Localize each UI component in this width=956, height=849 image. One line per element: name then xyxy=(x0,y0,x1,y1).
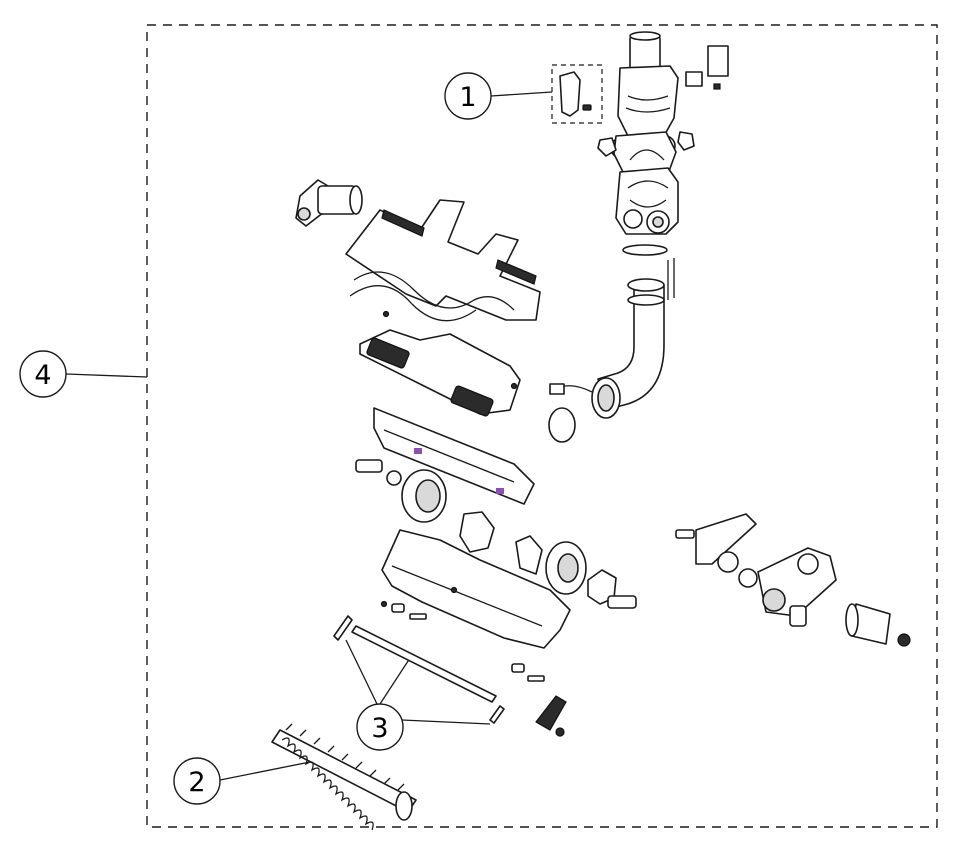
wheel-left xyxy=(355,459,447,523)
callout-3: 3 xyxy=(345,639,491,751)
callout-2-label: 2 xyxy=(188,767,205,798)
neck-assembly xyxy=(597,31,729,256)
callout-4: 4 xyxy=(19,350,148,398)
right-drive-parts xyxy=(587,513,911,647)
assembly-boundary xyxy=(146,24,938,828)
callout-1: 1 xyxy=(444,72,553,120)
callout-3-label: 3 xyxy=(371,713,388,744)
duct-hose xyxy=(548,258,675,443)
bumper-plate xyxy=(373,407,535,505)
top-cover xyxy=(345,199,541,322)
callout-3-rods xyxy=(333,603,567,737)
lower-cover xyxy=(359,310,521,417)
callout-2: 2 xyxy=(173,757,321,805)
callout-4-label: 4 xyxy=(34,360,51,391)
callout-1-label: 1 xyxy=(459,82,476,113)
base-plate xyxy=(380,511,587,649)
part-2-brush-roll xyxy=(271,723,417,831)
motor-left xyxy=(295,179,363,227)
part-1-clip xyxy=(559,71,592,117)
